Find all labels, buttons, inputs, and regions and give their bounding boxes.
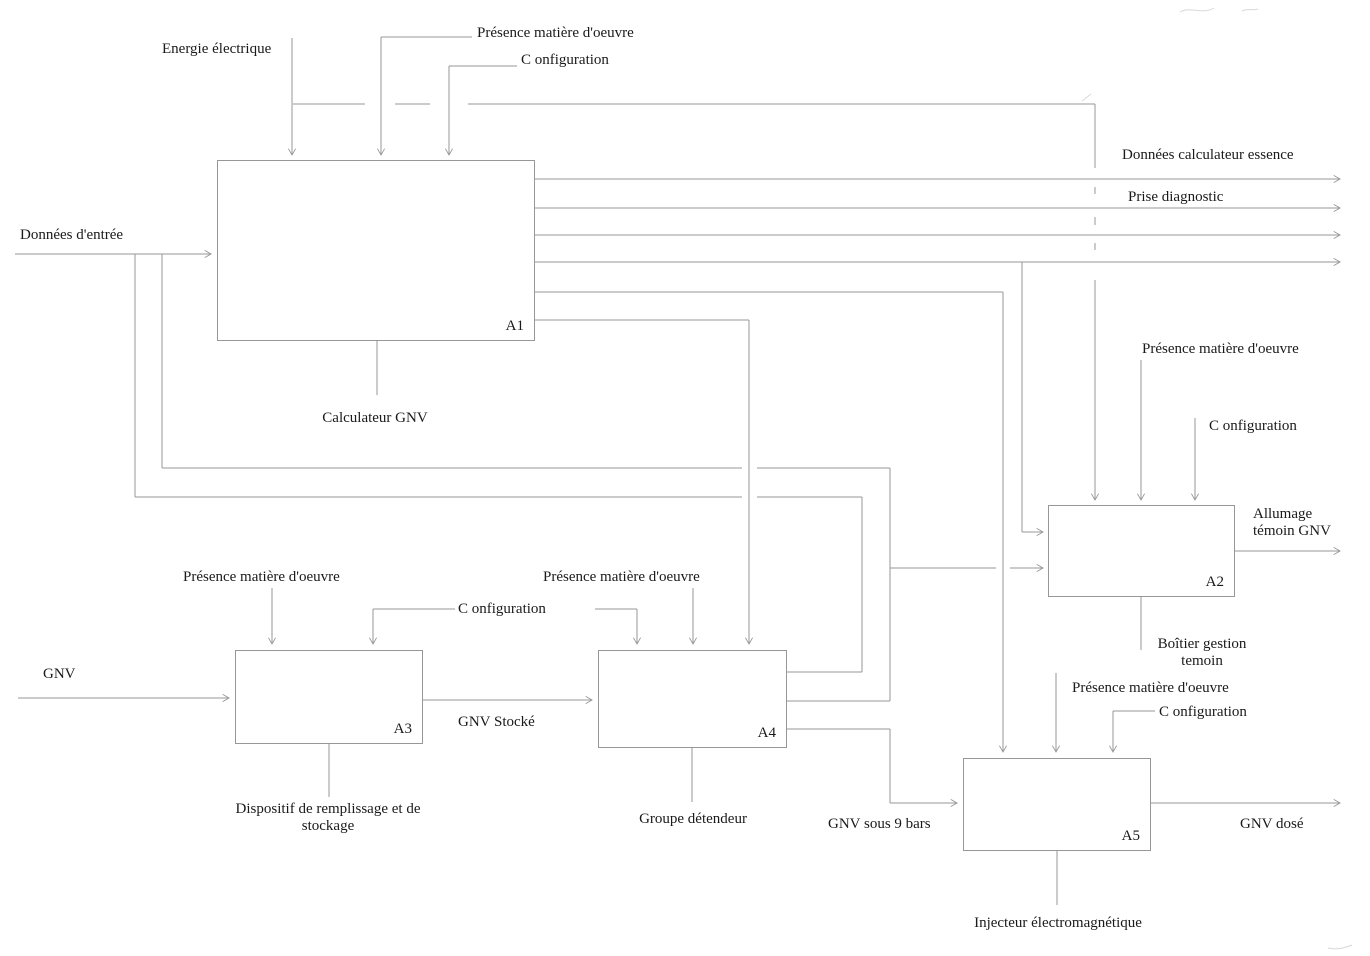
flow-label-presence-matiere-a3: Présence matière d'oeuvre xyxy=(183,569,340,585)
flow-label-configuration-a2: C onfiguration xyxy=(1209,418,1297,434)
flow-label-allumage-temoin-gnv: Allumage témoin GNV xyxy=(1253,506,1331,539)
box-id-a2: A2 xyxy=(1205,574,1224,590)
box-name-a3: Dispositif de remplissage et de stockage xyxy=(235,801,421,834)
box-name-a2: Boîtier gestion temoin xyxy=(1157,636,1247,669)
box-id-a1: A1 xyxy=(505,318,524,334)
function-box-a5: A5 xyxy=(963,758,1151,851)
function-box-a3: A3 xyxy=(235,650,423,744)
box-name-a5: Injecteur électromagnétique xyxy=(974,915,1142,931)
flow-label-donnees-calculateur-essence: Données calculateur essence xyxy=(1122,147,1294,163)
box-name-a4: Groupe détendeur xyxy=(639,811,747,827)
flow-label-presence-matiere-a4: Présence matière d'oeuvre xyxy=(543,569,700,585)
scan-artifacts xyxy=(1081,7,1353,950)
a1-output-lines xyxy=(535,175,1341,753)
flow-label-gnv-dose: GNV dosé xyxy=(1240,816,1304,832)
control-bus-line xyxy=(293,103,1099,501)
function-box-a2: A2 xyxy=(1048,505,1235,597)
function-box-a1: A1 xyxy=(217,160,535,341)
function-box-a4: A4 xyxy=(598,650,787,748)
mechanism-stems xyxy=(328,341,1142,905)
input-and-feedback-lines xyxy=(15,250,1044,701)
box-id-a3: A3 xyxy=(393,721,412,737)
flow-label-donnees-entree: Données d'entrée xyxy=(20,227,124,243)
a5-lines xyxy=(1052,673,1341,807)
box-id-a4: A4 xyxy=(757,725,776,741)
flow-label-presence-matiere-a1: Présence matière d'oeuvre xyxy=(477,25,634,41)
flow-label-configuration-a5: C onfiguration xyxy=(1159,704,1247,720)
flow-label-presence-matiere-a5: Présence matière d'oeuvre xyxy=(1072,680,1229,696)
a4-lines xyxy=(595,588,958,807)
box-id-a5: A5 xyxy=(1121,828,1140,844)
flow-label-configuration-a1: C onfiguration xyxy=(521,52,609,68)
a2-lines xyxy=(1137,360,1341,555)
box-name-a1: Calculateur GNV xyxy=(322,410,428,426)
flow-label-gnv-sous-9-bars: GNV sous 9 bars xyxy=(828,816,931,832)
flow-label-energie-electrique: Energie électrique xyxy=(162,41,272,57)
control-arrows-a1 xyxy=(288,36,517,156)
flow-label-gnv: GNV xyxy=(43,666,76,682)
flow-label-gnv-stocke: GNV Stocké xyxy=(458,714,535,730)
flow-label-prise-diagnostic: Prise diagnostic xyxy=(1128,189,1224,205)
flow-label-presence-matiere-a2: Présence matière d'oeuvre xyxy=(1142,341,1299,357)
flow-label-configuration-a3-a4: C onfiguration xyxy=(458,601,546,617)
a3-lines xyxy=(18,588,593,704)
